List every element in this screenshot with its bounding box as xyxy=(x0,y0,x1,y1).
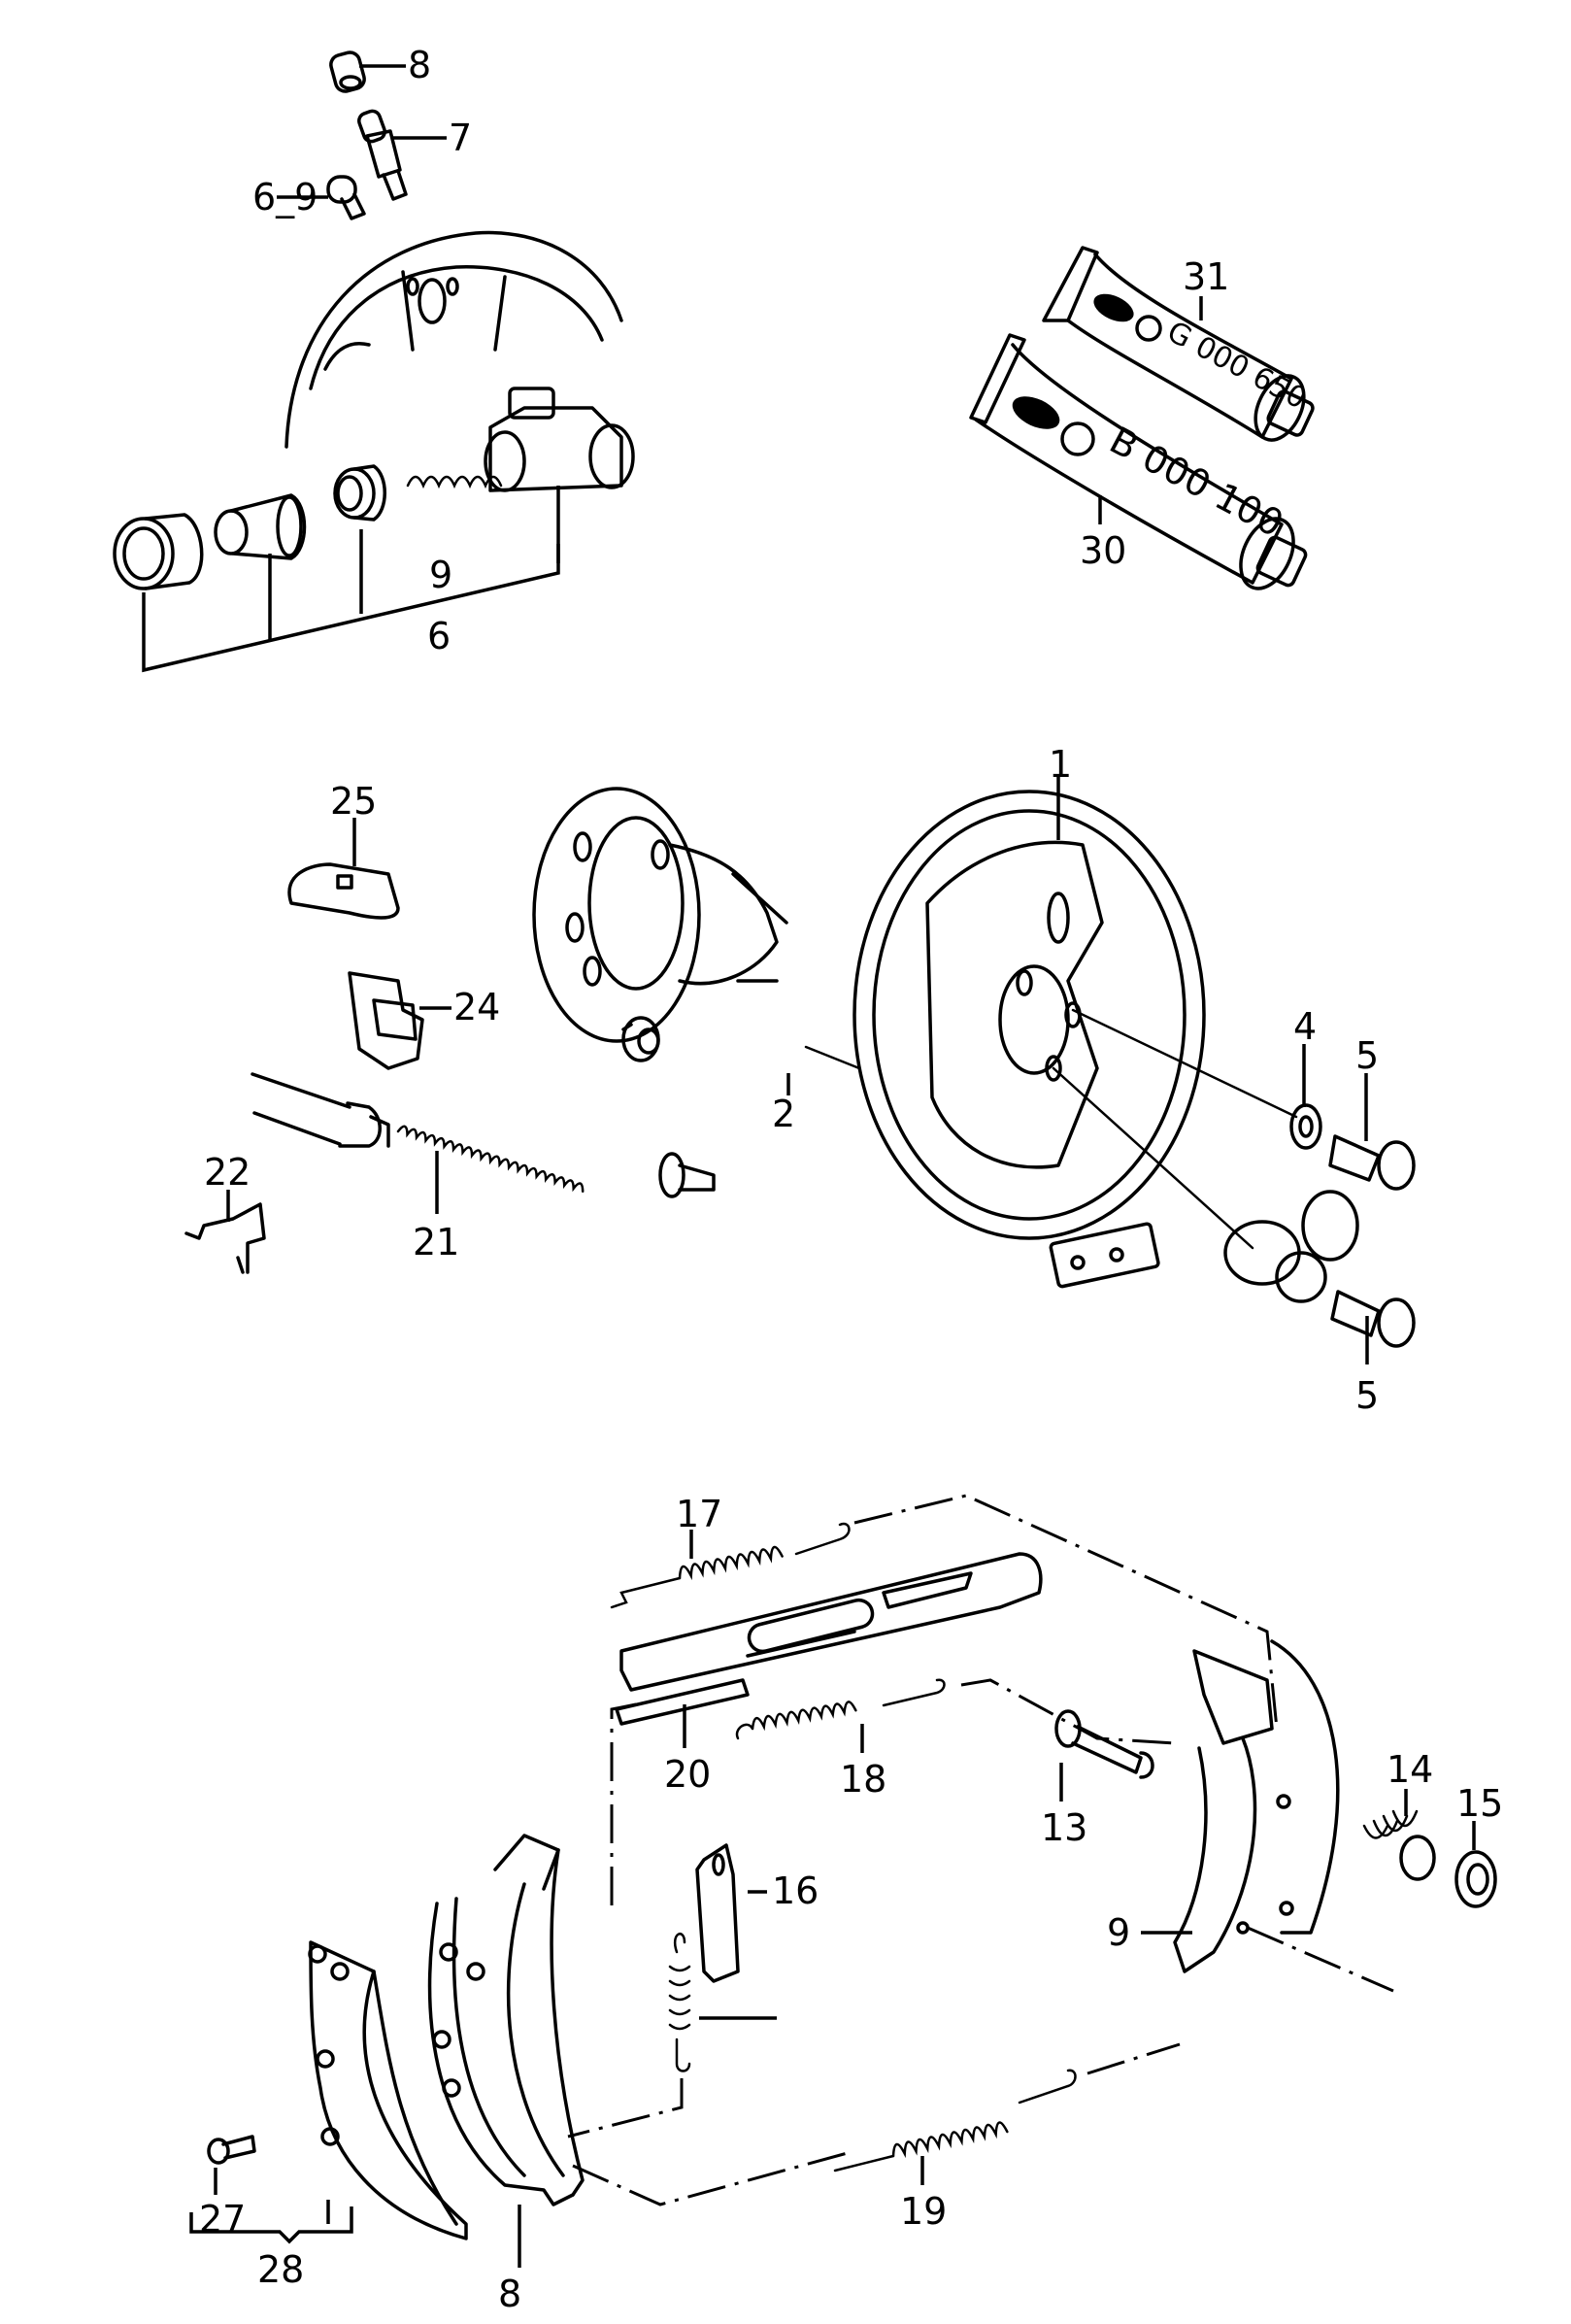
bracket-plate-part xyxy=(1223,1190,1359,1303)
backing-plate-part xyxy=(852,790,1206,1289)
callout-27: 27 xyxy=(199,2198,246,2240)
callout-4: 4 xyxy=(1293,1005,1317,1048)
lower-return-spring-part xyxy=(833,2069,1077,2172)
callout-22: 21 xyxy=(413,1221,459,1263)
callout-19: 18 xyxy=(840,1758,886,1801)
plug-part xyxy=(621,1016,660,1062)
callout-2: 2 xyxy=(772,1093,795,1135)
retaining-pin-part xyxy=(1054,1709,1154,1779)
tension-spring-part xyxy=(668,1933,691,2072)
callout-28: 28 xyxy=(257,2248,304,2291)
callout-5-upper: 5 xyxy=(1355,1034,1379,1077)
screw-part xyxy=(326,175,366,220)
clamp-part xyxy=(287,862,400,920)
adjuster-spring-part xyxy=(735,1678,946,1740)
rivet-part xyxy=(207,2135,256,2165)
callout-21: 20 xyxy=(664,1753,711,1796)
callout-6-kit-8: 9 xyxy=(429,554,452,596)
brake-shoe-right-part xyxy=(1173,1639,1340,1973)
callout-16: 16 xyxy=(772,1869,819,1912)
compression-spring-part xyxy=(1362,1809,1436,1881)
kit-seal-ring xyxy=(333,464,386,522)
bleeder-valve-part xyxy=(357,109,408,201)
wheel-hub-part xyxy=(532,787,788,1043)
kit-piston xyxy=(214,493,307,560)
handbrake-cable-part xyxy=(251,1072,716,1198)
callout-7: 6_9 xyxy=(252,176,318,219)
callout-14: 14 xyxy=(1387,1748,1433,1791)
kit-boot xyxy=(113,513,204,590)
grease-tube-31: G 000 650 xyxy=(1042,246,1315,442)
cable-clip-part xyxy=(184,1202,266,1274)
callout-8-top: 7 xyxy=(449,117,472,159)
hex-bolt-upper-part xyxy=(1328,1134,1416,1191)
callout-24: 24 xyxy=(453,986,500,1028)
callout-6: 6 xyxy=(427,615,451,657)
handbrake-lever-part xyxy=(695,1843,740,1983)
retaining-clip-part xyxy=(348,971,424,1070)
washer-part xyxy=(1289,1103,1322,1150)
callout-30: 30 xyxy=(1080,529,1126,572)
brake-lining-part xyxy=(308,1940,468,2240)
dust-cap-part xyxy=(329,51,366,93)
callout-9-top: 8 xyxy=(408,44,431,86)
callout-13: 13 xyxy=(1041,1806,1087,1849)
callout-18: 17 xyxy=(676,1493,722,1535)
tube-31-code: G 000 650 xyxy=(1161,315,1312,417)
brake-shoe-left-part xyxy=(0,0,585,2206)
callout-11: 8 xyxy=(498,2273,521,2315)
callout-15: 15 xyxy=(1456,1782,1503,1825)
callout-31: 31 xyxy=(1183,255,1229,298)
callout-1: 1 xyxy=(1049,743,1072,786)
callout-23: 22 xyxy=(204,1151,251,1194)
brake-drum-partial xyxy=(284,230,623,449)
spring-cup-part xyxy=(1454,1850,1497,1908)
callout-25: 25 xyxy=(330,780,377,823)
upper-return-spring-part xyxy=(610,1522,851,1609)
hex-bolt-lower-part xyxy=(1330,1290,1416,1348)
wheel-cylinder-part xyxy=(406,387,635,492)
push-rod-adjuster-part xyxy=(615,1552,1043,1726)
callout-5-lower: 5 xyxy=(1355,1374,1379,1417)
callout-20: 19 xyxy=(900,2190,947,2233)
callout-12: 9 xyxy=(1107,1911,1130,1954)
